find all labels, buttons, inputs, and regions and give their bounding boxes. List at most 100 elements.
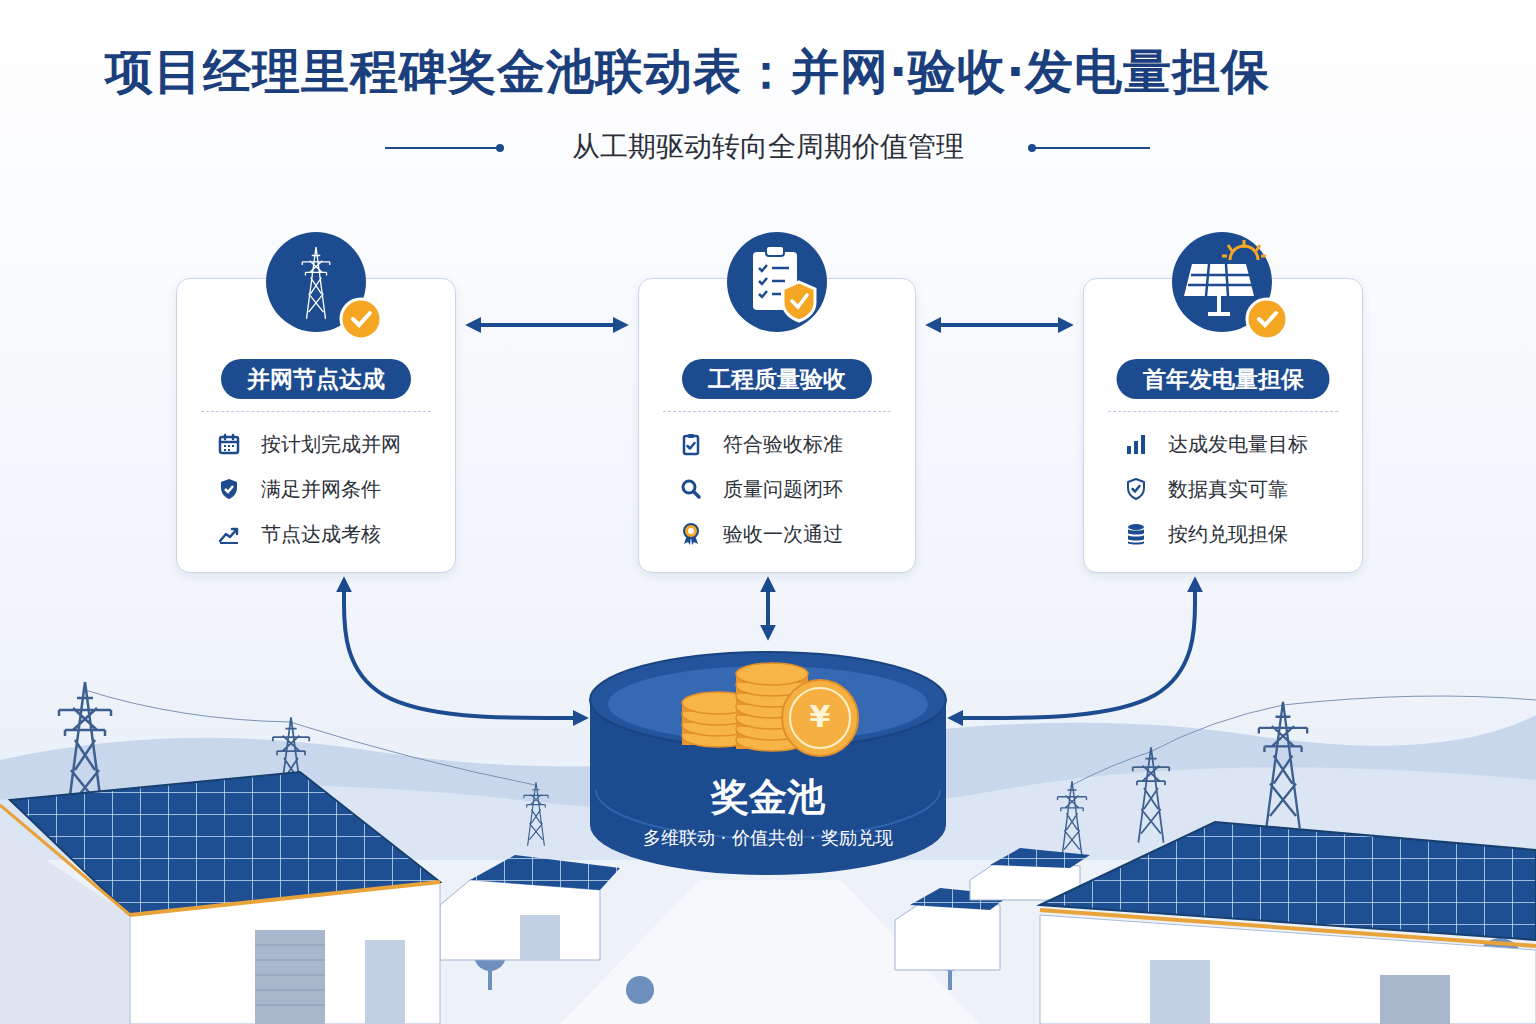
milestone-card: 首年发电量担保达成发电量目标数据真实可靠按约兑现担保 xyxy=(1083,278,1363,573)
bullet-icon xyxy=(1124,522,1148,546)
building-right xyxy=(1150,960,1210,1024)
building-right xyxy=(1040,822,1536,1024)
trees xyxy=(488,965,492,990)
bullet-text: 质量问题闭环 xyxy=(723,476,843,503)
bullet-icon xyxy=(694,492,700,498)
bullet-icon xyxy=(688,434,694,438)
bullet-text: 验收一次通过 xyxy=(723,521,843,548)
bullet-icon xyxy=(1124,432,1148,456)
bullet-text: 按计划完成并网 xyxy=(261,431,401,458)
bullet-row: 节点达成考核 xyxy=(217,519,381,549)
bullet-icon xyxy=(217,432,241,456)
link-arrow xyxy=(470,323,624,327)
building-right xyxy=(1040,910,1536,946)
bullet-text: 达成发电量目标 xyxy=(1168,431,1308,458)
bullet-icon xyxy=(220,435,238,442)
bullet-row: 达成发电量目标 xyxy=(1124,429,1308,459)
bullet-row: 满足并网条件 xyxy=(217,474,381,504)
card-heading: 并网节点达成 xyxy=(221,359,411,399)
bullet-icon xyxy=(217,522,241,546)
small-building-left xyxy=(520,915,560,960)
link-arrow xyxy=(344,581,584,718)
bullet-text: 按约兑现担保 xyxy=(1168,521,1288,548)
bullet-icon xyxy=(220,435,238,453)
bullet-icon xyxy=(224,445,234,451)
bullet-icon xyxy=(221,479,237,499)
building-left xyxy=(10,772,440,915)
building-left xyxy=(0,805,130,915)
bullet-icon xyxy=(684,434,698,454)
pylons xyxy=(1133,747,1169,842)
subtitle-rule xyxy=(385,144,1150,152)
building-left xyxy=(255,930,325,1024)
building-left xyxy=(255,945,325,1005)
milestone-card: 工程质量验收符合验收标准质量问题闭环验收一次通过 xyxy=(638,278,916,573)
sun xyxy=(1222,240,1266,260)
link-arrow xyxy=(952,581,1195,718)
bullet-text: 满足并网条件 xyxy=(261,476,381,503)
subtitle-rule xyxy=(385,147,498,149)
bullet-icon xyxy=(1128,529,1144,535)
bullet-icon xyxy=(679,477,703,501)
pool-title: 奖金池 xyxy=(590,772,946,823)
bullet-icon xyxy=(1133,486,1140,492)
hills xyxy=(0,767,1536,1024)
coin xyxy=(736,663,808,685)
subtitle: 从工期驱动转向全周期价值管理 xyxy=(0,128,1536,166)
bullet-icon xyxy=(1128,524,1144,545)
dashed-divider xyxy=(663,411,891,412)
small-building-left xyxy=(440,880,600,960)
cylinder-top xyxy=(590,652,946,748)
card-heading: 工程质量验收 xyxy=(682,359,872,399)
bullet-icon xyxy=(684,436,698,454)
building-right xyxy=(1040,822,1536,940)
power-lines xyxy=(290,722,535,785)
bullet-icon xyxy=(220,529,238,543)
bullet-icon xyxy=(1124,477,1148,501)
pylons xyxy=(1259,702,1307,828)
building-right xyxy=(1380,975,1450,1024)
subtitle-rule xyxy=(496,144,504,152)
pylons xyxy=(524,782,548,845)
bullet-row: 符合验收标准 xyxy=(679,429,843,459)
bullet-icon xyxy=(1128,479,1144,499)
building-left xyxy=(130,882,440,915)
dashed-divider xyxy=(1108,411,1338,412)
small-building-left xyxy=(470,855,620,890)
big-coin-ring xyxy=(790,688,850,748)
bullet-icon xyxy=(688,443,695,449)
building-left xyxy=(0,772,440,1024)
bullet-icon xyxy=(688,528,694,534)
bullet-icon xyxy=(683,481,699,497)
bullet-icon xyxy=(684,524,698,538)
bullet-icon xyxy=(679,522,703,546)
bullet-icon xyxy=(217,477,241,501)
acceptance-icon xyxy=(766,246,784,256)
bullet-icon xyxy=(1127,446,1131,454)
sun xyxy=(1222,240,1266,256)
pool-tagline: 多维联动 · 价值共创 · 奖励兑现 xyxy=(590,826,946,850)
trees xyxy=(626,976,654,1004)
bullet-icon xyxy=(220,542,238,544)
bonus-pool: 奖金池多维联动 · 价值共创 · 奖励兑现 xyxy=(590,640,946,880)
power-lines xyxy=(1283,696,1536,705)
bullet-text: 节点达成考核 xyxy=(261,521,381,548)
bullet-icon xyxy=(1128,524,1144,530)
subtitle-rule xyxy=(1028,144,1036,152)
small-building-mid xyxy=(895,900,1000,970)
building-left xyxy=(365,940,405,1024)
power-lines xyxy=(1072,752,1150,785)
power-lines xyxy=(85,690,290,722)
bullet-row: 验收一次通过 xyxy=(679,519,843,549)
bullet-icon xyxy=(1134,441,1138,454)
bullet-text: 数据真实可靠 xyxy=(1168,476,1288,503)
link-arrow xyxy=(766,581,770,636)
bullet-icon xyxy=(1127,435,1145,454)
bullet-row: 数据真实可靠 xyxy=(1124,474,1288,504)
bullet-text: 符合验收标准 xyxy=(723,431,843,458)
milestone-card: 并网节点达成按计划完成并网满足并网条件节点达成考核 xyxy=(176,278,456,573)
bullet-row: 按约兑现担保 xyxy=(1124,519,1288,549)
bullet-row: 按计划完成并网 xyxy=(217,429,401,459)
bullet-icon xyxy=(220,529,237,541)
